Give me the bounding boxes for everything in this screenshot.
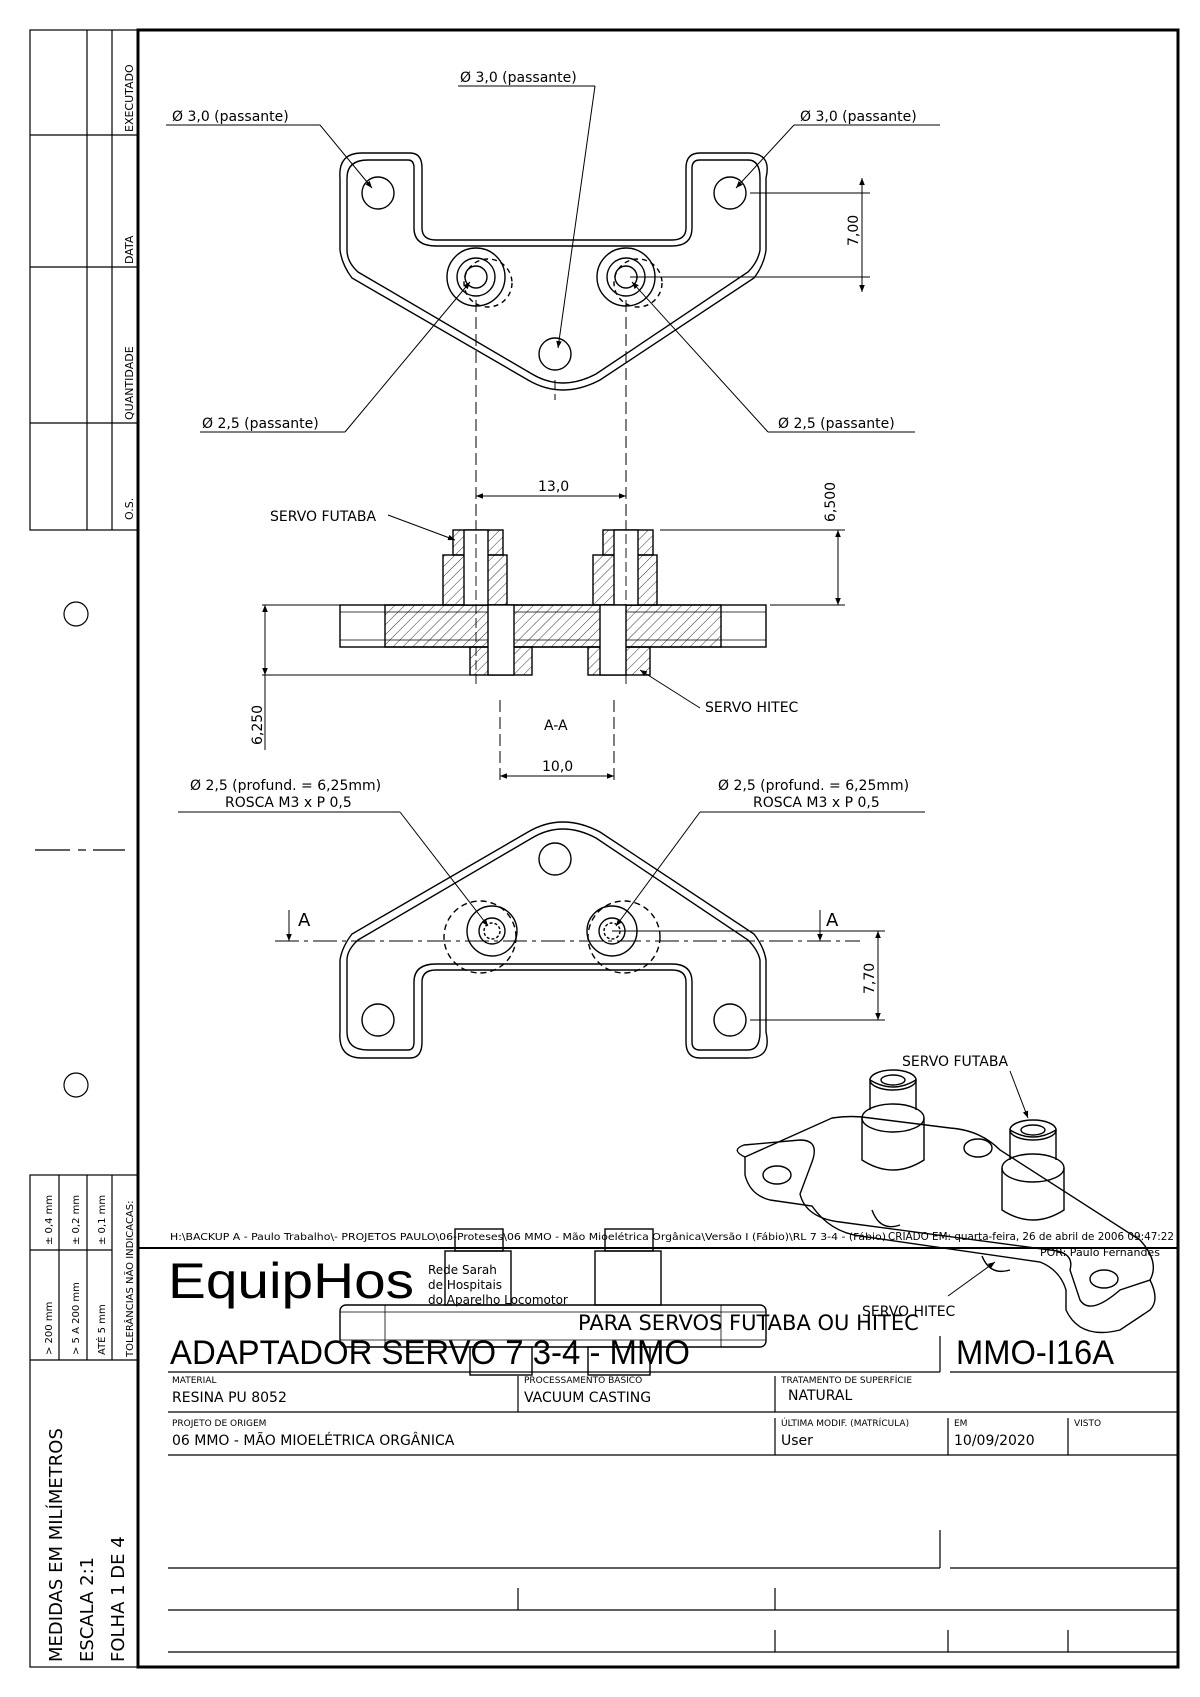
author: POR: Paulo Fernandes bbox=[1040, 1246, 1160, 1259]
left-hole-note: Ø 3,0 (passante) bbox=[172, 109, 289, 125]
col-os: O.S. bbox=[123, 498, 136, 520]
section-dim-spacing: 13,0 bbox=[538, 479, 569, 495]
col-quantidade: QUANTIDADE bbox=[123, 346, 136, 420]
sheet-note: FOLHA 1 DE 4 bbox=[108, 1536, 129, 1662]
top-view-annotations bbox=[166, 85, 940, 530]
drawing-border bbox=[136, 28, 1180, 1669]
iso-view bbox=[736, 1069, 1156, 1334]
col-executado: EXECUTADO bbox=[123, 64, 136, 132]
created-date: CRIADO EM: quarta-feira, 26 de abril de … bbox=[888, 1231, 1174, 1243]
scale-note: ESCALA 2:1 bbox=[77, 1557, 98, 1662]
bottom-left-note-2: ROSCA M3 x P 0,5 bbox=[225, 795, 352, 811]
bottom-dim-spacing: 10,0 bbox=[542, 759, 573, 775]
section-label-hitec: SERVO HITEC bbox=[705, 700, 799, 716]
section-label-futaba: SERVO FUTABA bbox=[270, 509, 376, 525]
lastmod-label: ÚLTIMA MODIF. (MATRÍCULA) bbox=[781, 1417, 909, 1429]
surface-value: NATURAL bbox=[788, 1388, 852, 1404]
margin-column-labels: EXECUTADO DATA QUANTIDADE O.S. TOLERÂNCI… bbox=[44, 64, 136, 1662]
org-line-2: de Hospitais bbox=[428, 1278, 502, 1292]
origin-value: 06 MMO - MÃO MIOELÉTRICA ORGÂNICA bbox=[172, 1431, 455, 1449]
bottom-view-annotations bbox=[178, 811, 925, 1021]
bottom-left-note-1: Ø 2,5 (profund. = 6,25mm) bbox=[190, 778, 381, 794]
process-value: VACUUM CASTING bbox=[524, 1390, 651, 1406]
surface-label: TRATAMENTO DE SUPERFÍCIE bbox=[780, 1374, 912, 1386]
top-hole-right bbox=[713, 176, 747, 210]
left-margin-strip bbox=[29, 29, 139, 1668]
top-dim-height: 7,00 bbox=[846, 215, 862, 246]
top-view bbox=[339, 152, 768, 391]
iso-view-annotations bbox=[947, 1070, 1029, 1297]
section-marker-right: A bbox=[826, 910, 839, 931]
tol-range-2: > 5 A 200 mm bbox=[71, 1282, 82, 1355]
material-label: MATERIAL bbox=[172, 1376, 217, 1386]
title-block: H:\BACKUP A - Paulo Trabalho\- PROJETOS … bbox=[168, 1231, 1174, 1449]
section-dim-height-bottom: 6,250 bbox=[250, 705, 266, 745]
section-name: A-A bbox=[544, 718, 568, 734]
top-hole-left bbox=[361, 176, 395, 210]
drawing-code: MMO-I16A bbox=[956, 1334, 1114, 1372]
section-view bbox=[339, 520, 767, 685]
right-hole-note: Ø 3,0 (passante) bbox=[800, 109, 917, 125]
date-label: EM bbox=[954, 1419, 967, 1429]
left-small-hole-note: Ø 2,5 (passante) bbox=[202, 416, 319, 432]
top-view-labels: Ø 3,0 (passante) Ø 3,0 (passante) Ø 3,0 … bbox=[172, 70, 917, 432]
col-data: DATA bbox=[123, 235, 136, 264]
section-marker-left: A bbox=[298, 910, 311, 931]
bottom-dim-height: 7,70 bbox=[862, 963, 878, 994]
file-path: H:\BACKUP A - Paulo Trabalho\- PROJETOS … bbox=[170, 1232, 886, 1243]
iso-label-futaba: SERVO FUTABA bbox=[902, 1054, 1008, 1070]
tol-range-3: ATÉ 5 mm bbox=[95, 1304, 108, 1355]
section-view-labels: 13,0 6,500 6,250 SERVO FUTABA SERVO HITE… bbox=[250, 479, 839, 775]
process-label: PROCESSAMENTO BÁSICO bbox=[524, 1374, 642, 1386]
tol-range-1: > 200 mm bbox=[44, 1302, 55, 1355]
lastmod-value: User bbox=[781, 1433, 813, 1449]
logo: EquipHos bbox=[168, 1253, 414, 1309]
bottom-view-outline bbox=[339, 821, 768, 1059]
units-note: MEDIDAS EM MILÍMETROS bbox=[45, 1428, 67, 1662]
bottom-view bbox=[339, 821, 768, 1059]
tol-value-2: ± 0,2 mm bbox=[71, 1195, 82, 1245]
material-value: RESINA PU 8052 bbox=[172, 1390, 287, 1406]
right-small-hole-note: Ø 2,5 (passante) bbox=[778, 416, 895, 432]
subtitle: PARA SERVOS FUTABA OU HITEC bbox=[578, 1311, 919, 1335]
tol-value-1: ± 0,4 mm bbox=[44, 1195, 55, 1245]
origin-label: PROJETO DE ORIGEM bbox=[172, 1419, 266, 1429]
side-view bbox=[339, 1228, 767, 1376]
tolerances-header: TOLERÂNCIAS NÃO INDICACAS: bbox=[123, 1201, 136, 1359]
bottom-right-note-1: Ø 2,5 (profund. = 6,25mm) bbox=[718, 778, 909, 794]
drawing-title: ADAPTADOR SERVO 7 3-4 - MMO bbox=[170, 1334, 690, 1372]
section-view-annotations bbox=[262, 493, 845, 780]
org-line-1: Rede Sarah bbox=[428, 1263, 497, 1277]
org-line-3: do Aparelho Locomotor bbox=[428, 1293, 568, 1307]
section-dim-height-top: 6,500 bbox=[823, 482, 839, 522]
iso-label-hitec: SERVO HITEC bbox=[862, 1304, 956, 1320]
visto-label: VISTO bbox=[1074, 1419, 1101, 1429]
bottom-view-labels: Ø 2,5 (profund. = 6,25mm) ROSCA M3 x P 0… bbox=[190, 778, 909, 994]
top-hole-note: Ø 3,0 (passante) bbox=[460, 70, 577, 86]
tol-value-3: ± 0,1 mm bbox=[97, 1195, 108, 1245]
top-hole-bottom bbox=[538, 337, 572, 371]
iso-view-labels: SERVO FUTABA SERVO HITEC bbox=[862, 1054, 1008, 1320]
title-block-lines bbox=[138, 1247, 1179, 1653]
bottom-right-note-2: ROSCA M3 x P 0,5 bbox=[753, 795, 880, 811]
top-view-outline bbox=[339, 152, 768, 391]
date-value: 10/09/2020 bbox=[954, 1433, 1035, 1449]
title-block-grid bbox=[168, 1336, 1179, 1456]
